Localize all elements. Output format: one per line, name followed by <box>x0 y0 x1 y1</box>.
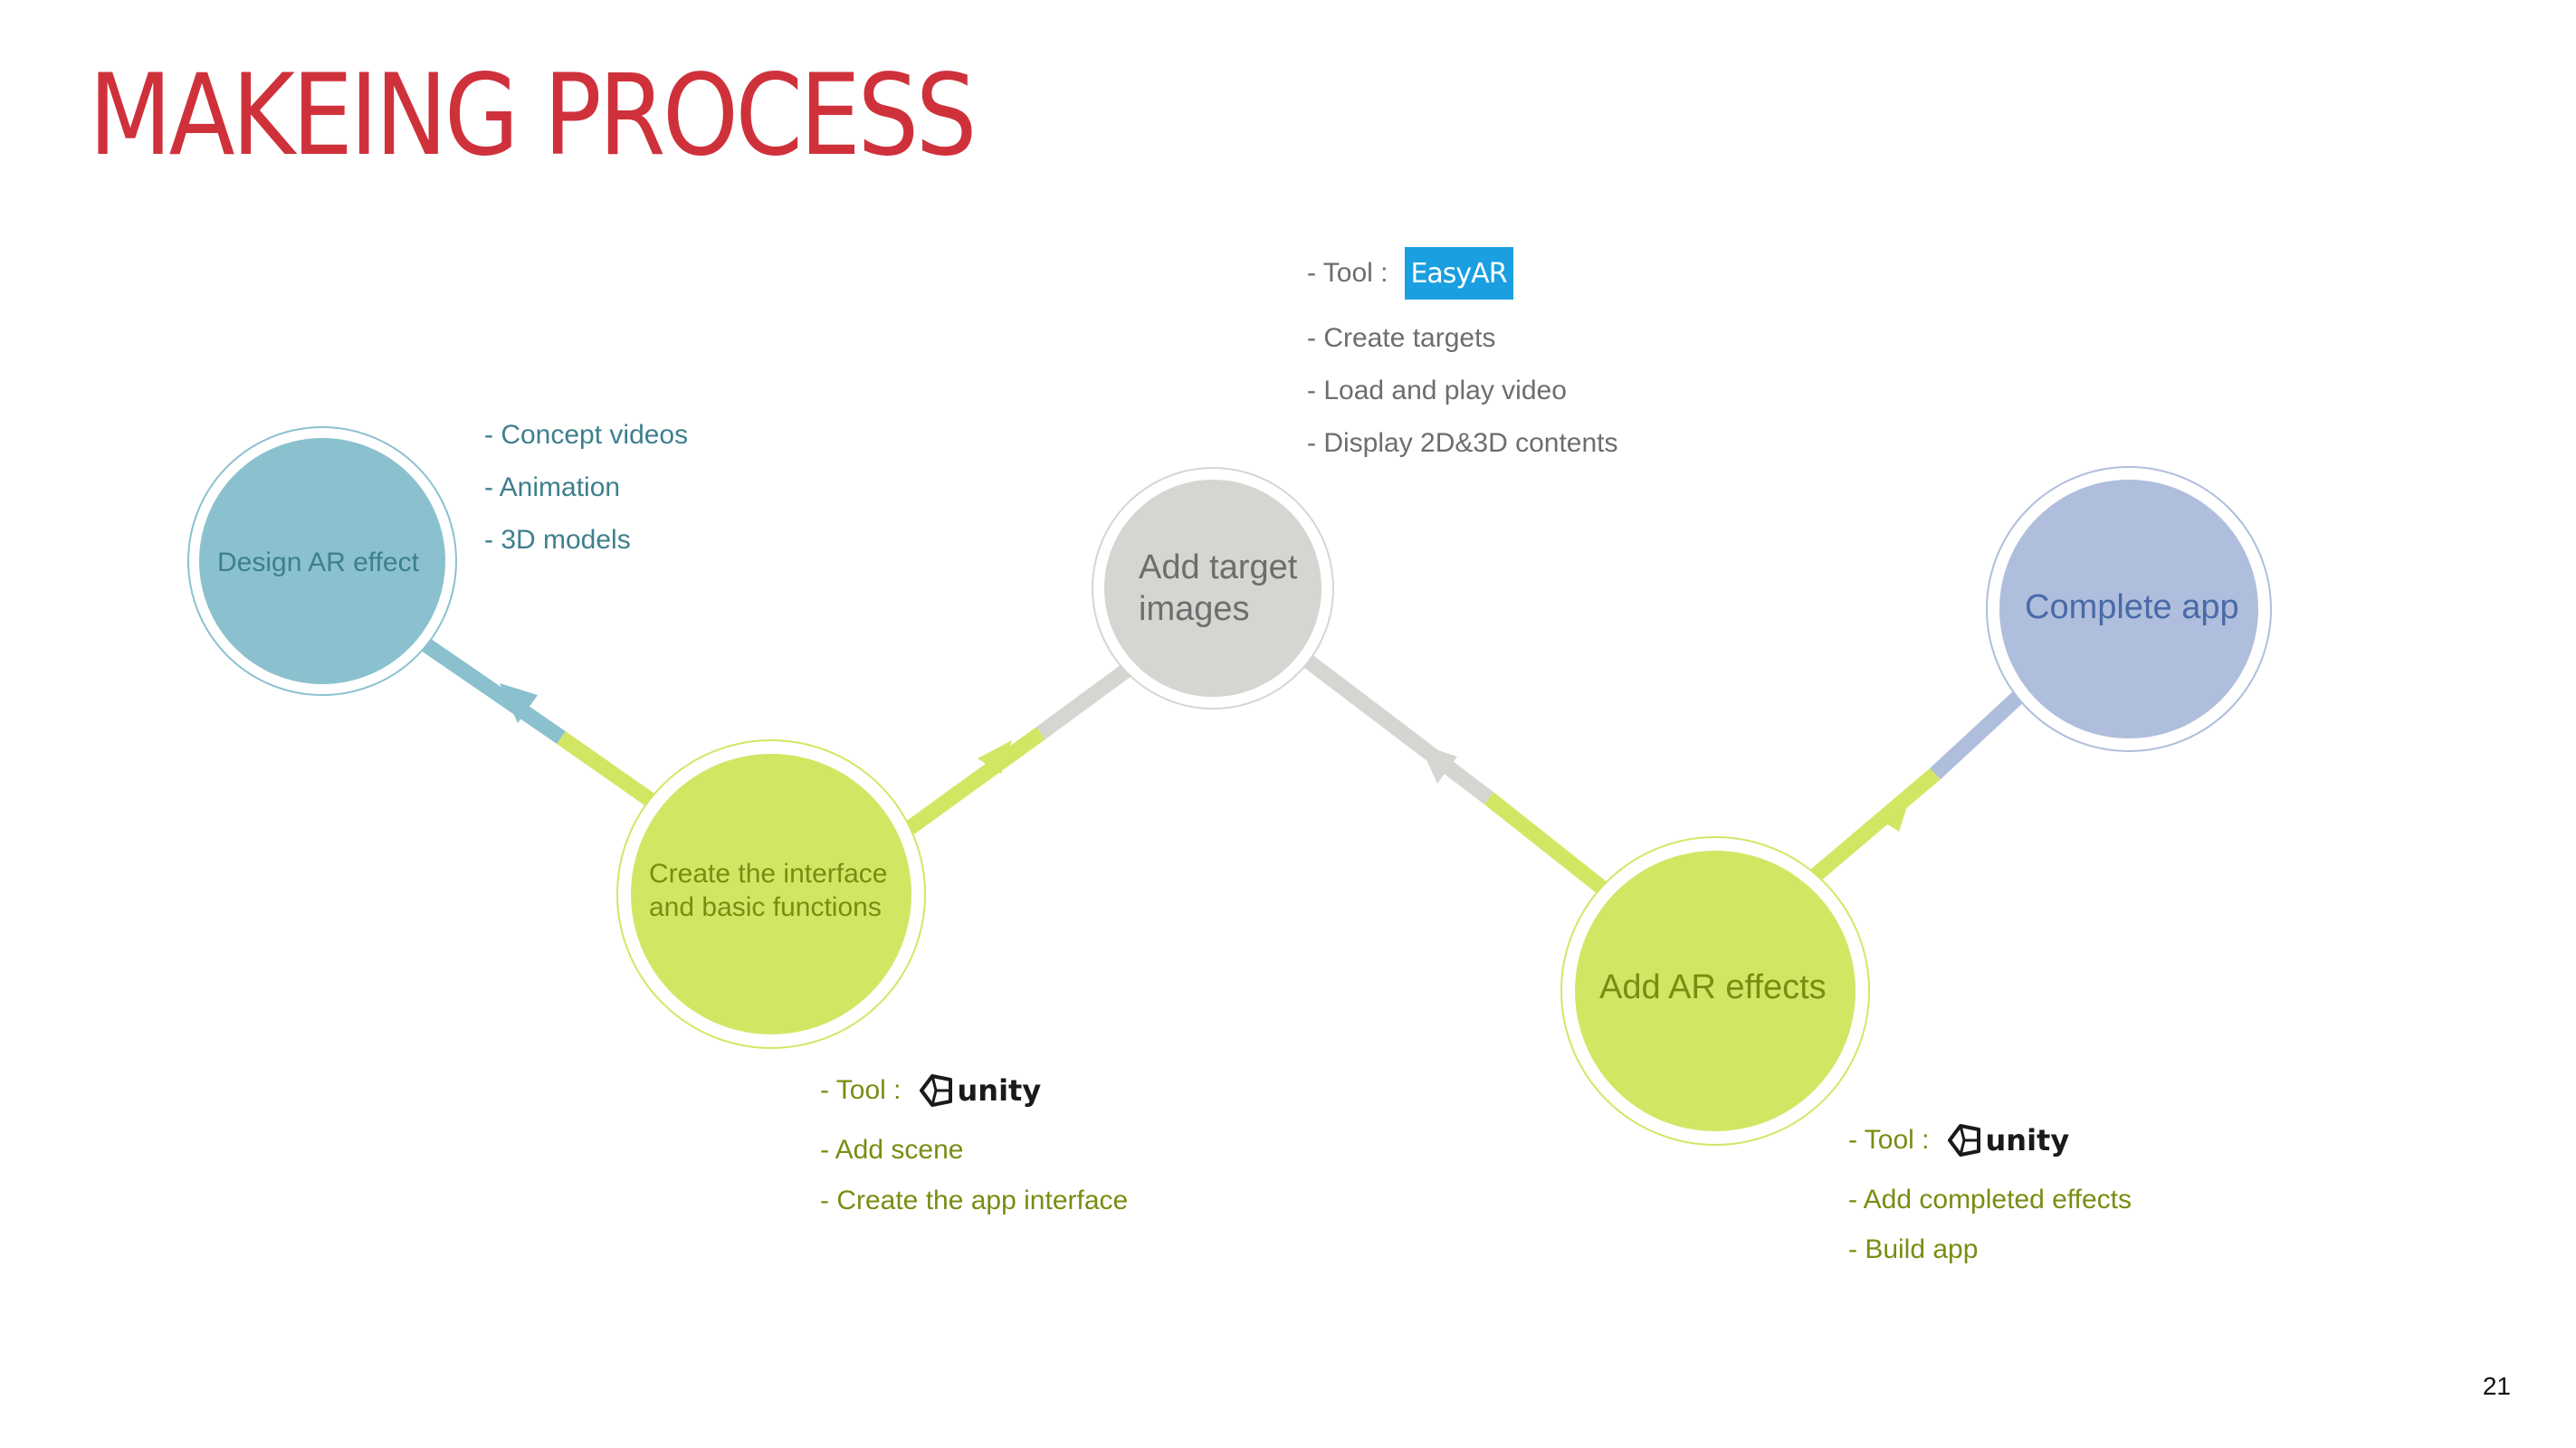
connector-interface-to-targets <box>905 662 1135 834</box>
list-item: - Display 2D&3D contents <box>1307 428 1618 458</box>
node-complete-app <box>1986 466 2272 752</box>
tool-label: - Tool : <box>1307 258 1388 288</box>
easyar-logo: EasyAR <box>1404 247 1513 300</box>
list-item: - 3D models <box>484 525 631 555</box>
connector-effects-to-complete <box>1809 689 2026 882</box>
page-number: 21 <box>2482 1372 2511 1400</box>
list-item: - Create the app interface <box>820 1186 1129 1215</box>
interface-tool-line: - Tool : unity <box>820 1072 1041 1109</box>
node-design-ar-effect <box>187 426 457 696</box>
connector-targets-to-effects <box>1300 653 1612 898</box>
connector-design-to-interface <box>421 637 656 807</box>
node-label-targets: Add target images <box>1139 548 1298 628</box>
node-add-target-images <box>1092 467 1334 710</box>
node-label-design: Design AR effect <box>217 548 419 577</box>
interface-notes-list: - Add scene - Create the app interface <box>820 1125 1128 1226</box>
effects-notes-list: - Add completed effects - Build app <box>1848 1175 2132 1274</box>
node-label-interface: Create the interface and basic functions <box>649 859 888 922</box>
unity-cube-icon <box>1947 1124 1980 1157</box>
unity-wordmark: unity <box>957 1073 1042 1108</box>
arrow-head <box>978 740 1012 774</box>
targets-notes-list: - Create targets - Load and play video -… <box>1307 312 1617 470</box>
tool-label: - Tool : <box>820 1075 902 1105</box>
unity-logo: unity <box>1946 1122 2070 1158</box>
list-item: - Animation <box>484 472 621 502</box>
unity-logo: unity <box>918 1072 1042 1109</box>
arrow-head <box>1875 798 1910 832</box>
unity-cube-icon <box>919 1074 952 1107</box>
node-label-effects: Add AR effects <box>1599 968 1827 1006</box>
design-notes-list: - Concept videos - Animation - 3D models <box>484 409 688 567</box>
arrow-head <box>1419 744 1457 784</box>
slide-title: MAKEING PROCESS <box>89 51 977 181</box>
targets-tool-line: - Tool : EasyAR <box>1307 247 1513 300</box>
unity-wordmark: unity <box>1985 1123 2070 1157</box>
list-item: - Create targets <box>1307 323 1496 353</box>
list-item: - Add scene <box>820 1135 964 1165</box>
tool-label: - Tool : <box>1848 1125 1930 1155</box>
effects-tool-line: - Tool : unity <box>1848 1122 2069 1158</box>
node-label-complete: Complete app <box>2025 588 2239 626</box>
list-item: - Add completed effects <box>1848 1185 2132 1215</box>
node-add-ar-effects <box>1560 836 1870 1146</box>
arrow-head <box>500 683 538 723</box>
node-create-interface <box>616 739 926 1049</box>
list-item: - Load and play video <box>1307 376 1567 405</box>
list-item: - Concept videos <box>484 420 689 450</box>
list-item: - Build app <box>1848 1234 1979 1264</box>
